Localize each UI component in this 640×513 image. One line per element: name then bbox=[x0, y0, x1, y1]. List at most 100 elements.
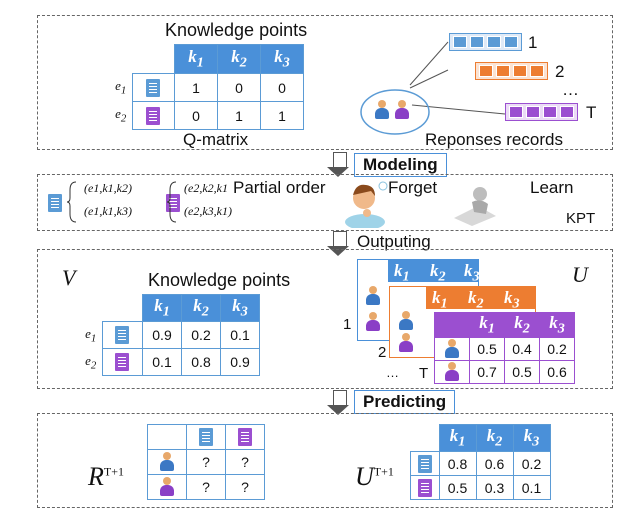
v-cell: 0.1 bbox=[142, 348, 182, 376]
q-row-icon-e2 bbox=[131, 101, 175, 130]
u-layer-header-k3: k3 bbox=[464, 261, 480, 285]
ut-header-k2: k2 bbox=[504, 311, 540, 339]
u-next-matrix: k1 k2 k3 0.8 0.6 0.2 0.5 0.3 0.1 bbox=[410, 424, 551, 500]
r-symbol-sup: T+1 bbox=[103, 464, 124, 479]
layer-label-2: 2 bbox=[378, 344, 387, 361]
layer-label-t: T bbox=[419, 365, 429, 382]
u-layer2-header-k1: k1 bbox=[432, 288, 448, 312]
student-purple-icon bbox=[398, 333, 414, 353]
un-cell: 0.8 bbox=[438, 451, 477, 476]
student-blue-icon bbox=[365, 286, 381, 306]
thinking-person-icon bbox=[345, 181, 388, 228]
v-row-label-e2: e2 bbox=[85, 352, 97, 372]
exercise-blue-icon bbox=[417, 454, 432, 473]
exercise-purple-icon bbox=[238, 428, 252, 447]
order-e1-line2: (e1,k1,k3) bbox=[84, 204, 132, 218]
q-matrix: k1 k2 k3 e1 1 0 0 e2 0 1 1 bbox=[110, 44, 304, 130]
exercise-purple-icon bbox=[115, 353, 130, 372]
v-header-k1: k1 bbox=[142, 294, 182, 322]
kpt-panel bbox=[37, 174, 613, 231]
v-cell: 0.2 bbox=[181, 321, 221, 349]
u-cell: 0.6 bbox=[539, 360, 575, 385]
u-layer-header-k1: k1 bbox=[394, 261, 410, 285]
u-layer-header-k2: k2 bbox=[430, 261, 446, 285]
un-cell: 0.3 bbox=[475, 475, 514, 500]
order-e1-line1: (e1,k1,k2) bbox=[84, 181, 132, 195]
u-next-symbol-sup: T+1 bbox=[373, 464, 394, 479]
r-symbol-base: R bbox=[88, 462, 104, 491]
records-connectors bbox=[360, 41, 506, 135]
q-header-k2: k2 bbox=[217, 44, 261, 74]
kpt-label: KPT bbox=[566, 210, 596, 227]
input-panel bbox=[37, 15, 613, 150]
record-id-t: T bbox=[586, 103, 597, 122]
student-purple-icon bbox=[444, 362, 460, 382]
q-header-k1: k1 bbox=[174, 44, 218, 74]
students-group bbox=[374, 100, 410, 120]
student-purple-icon bbox=[394, 100, 410, 120]
v-header-k3: k3 bbox=[220, 294, 260, 322]
student-blue-icon bbox=[444, 339, 460, 359]
arrow-predicting bbox=[327, 390, 349, 415]
v-cell: 0.9 bbox=[142, 321, 182, 349]
exercise-blue-icon bbox=[48, 194, 62, 212]
responses-records-label: Reponses records bbox=[425, 130, 563, 149]
output-knowledge-points-title: Knowledge points bbox=[148, 270, 291, 290]
exercise-blue-icon bbox=[146, 78, 161, 97]
record-id-1: 1 bbox=[528, 33, 538, 52]
step-outputing: Outputing bbox=[357, 232, 431, 251]
un-header-k2: k2 bbox=[475, 424, 514, 452]
record-2 bbox=[475, 62, 548, 80]
un-header-k3: k3 bbox=[512, 424, 551, 452]
layer-label-ellipsis: … bbox=[386, 365, 399, 380]
v-cell: 0.1 bbox=[220, 321, 260, 349]
ut-header-k1: k1 bbox=[469, 311, 505, 339]
arrow-outputing bbox=[327, 231, 349, 256]
student-blue-icon bbox=[398, 311, 414, 331]
r-cell: ? bbox=[225, 449, 265, 475]
q-row-label-e1: e1 bbox=[115, 78, 127, 97]
brace-e2 bbox=[166, 181, 177, 223]
learn-label: Learn bbox=[530, 178, 574, 197]
learner-icon bbox=[454, 187, 496, 226]
exercise-purple-icon bbox=[146, 106, 161, 125]
record-1 bbox=[449, 33, 522, 51]
u-layer2-header-k2: k2 bbox=[468, 288, 484, 312]
u-next-symbol: UT+1 bbox=[355, 462, 394, 492]
order-e2-line1: (e2,k2,k1 bbox=[184, 181, 228, 195]
record-t bbox=[505, 103, 578, 121]
layer-label-1: 1 bbox=[343, 316, 352, 333]
record-ellipsis: … bbox=[562, 80, 579, 99]
un-cell: 0.6 bbox=[475, 451, 514, 476]
q-cell: 1 bbox=[174, 73, 218, 102]
un-header-k1: k1 bbox=[438, 424, 477, 452]
un-cell: 0.5 bbox=[438, 475, 477, 500]
q-matrix-label: Q-matrix bbox=[183, 130, 249, 149]
u-cell: 0.7 bbox=[469, 360, 505, 385]
exercise-blue-icon bbox=[199, 428, 213, 447]
v-cell: 0.8 bbox=[181, 348, 221, 376]
arrow-modeling bbox=[327, 152, 349, 177]
u-cell: 0.4 bbox=[504, 337, 540, 362]
record-id-2: 2 bbox=[555, 62, 565, 81]
step-modeling: Modeling bbox=[354, 153, 447, 177]
v-symbol: V bbox=[62, 265, 76, 290]
q-cell: 0 bbox=[260, 73, 304, 102]
ut-header-k3: k3 bbox=[539, 311, 575, 339]
knowledge-points-title: Knowledge points bbox=[165, 20, 308, 40]
q-row-label-e2: e2 bbox=[115, 106, 127, 125]
v-matrix: k1 k2 k3 e1 0.9 0.2 0.1 e2 0.1 0.8 0.9 bbox=[80, 294, 260, 376]
q-cell: 0 bbox=[217, 73, 261, 102]
r-cell: ? bbox=[186, 474, 226, 500]
u-layer-t: k1 k2 k3 0.5 0.4 0.2 0.7 0.5 0.6 bbox=[434, 311, 575, 385]
student-blue-icon bbox=[159, 452, 175, 472]
student-blue-icon bbox=[374, 100, 390, 120]
u-cell: 0.5 bbox=[504, 360, 540, 385]
output-panel bbox=[37, 249, 613, 389]
partial-order-label: Partial order bbox=[233, 178, 326, 197]
r-matrix: ? ? ? ? bbox=[147, 424, 265, 500]
v-cell: 0.9 bbox=[220, 348, 260, 376]
exercise-purple-icon bbox=[417, 478, 432, 497]
r-cell: ? bbox=[186, 449, 226, 475]
student-purple-icon bbox=[365, 312, 381, 332]
